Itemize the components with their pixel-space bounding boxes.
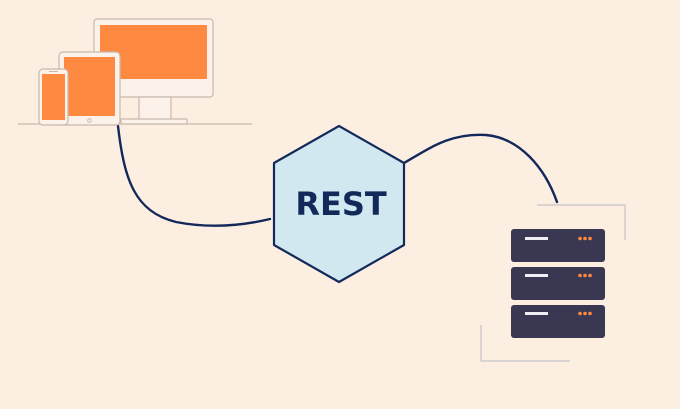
status-lights [578, 236, 592, 241]
rest-hub: REST [272, 124, 406, 284]
hub-label: REST [295, 185, 387, 223]
phone-icon [38, 68, 69, 126]
drive-slot [525, 274, 548, 277]
drive-slot [525, 312, 548, 315]
hexagon-shape [272, 124, 406, 284]
devices-icon [18, 18, 252, 126]
tablet-icon [58, 51, 121, 126]
client-connector-line [116, 124, 272, 227]
server-frame [480, 204, 626, 362]
server-connector-line [402, 133, 559, 204]
server-unit [511, 267, 605, 300]
server-unit [511, 229, 605, 262]
status-lights [578, 273, 592, 278]
drive-slot [525, 237, 548, 240]
status-lights [578, 311, 592, 316]
server-rack-icon [480, 204, 626, 362]
server-unit [511, 305, 605, 338]
